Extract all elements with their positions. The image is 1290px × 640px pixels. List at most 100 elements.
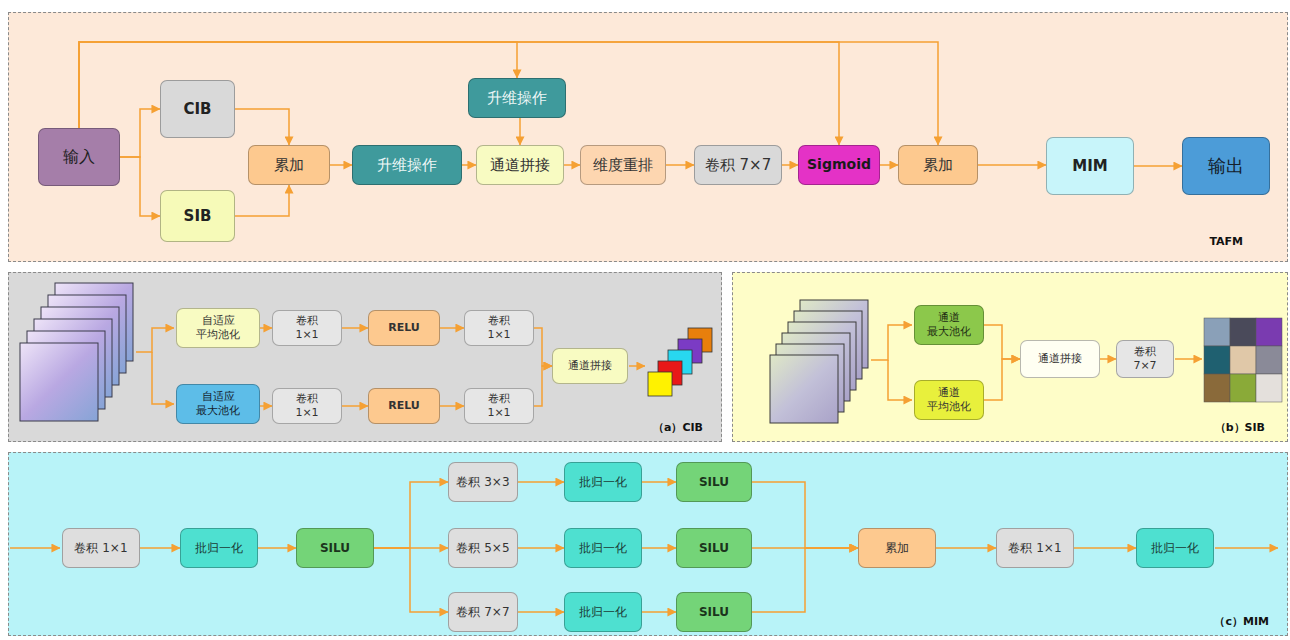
flow-arrow bbox=[258, 547, 296, 549]
flow-arrow bbox=[330, 164, 352, 166]
flow-arrow bbox=[534, 328, 552, 366]
flow-arrow bbox=[374, 482, 448, 548]
flow-arrow bbox=[342, 405, 368, 407]
process-box: Sigmoid bbox=[798, 145, 880, 185]
box-label: CIB bbox=[183, 100, 211, 119]
flow-arrow bbox=[666, 164, 694, 166]
illustration bbox=[10, 283, 1282, 548]
process-box: 批归一化 bbox=[564, 462, 642, 502]
flow-arrow bbox=[518, 547, 564, 549]
box-label: 累加 bbox=[923, 156, 953, 175]
box-label: 批归一化 bbox=[579, 475, 627, 490]
flow-arrow bbox=[235, 185, 289, 216]
panel-band: 自适应 平均池化卷积 1×1RELU卷积 1×1自适应 最大池化卷积 1×1RE… bbox=[8, 272, 722, 442]
flow-arrow bbox=[534, 366, 552, 406]
box-label: 累加 bbox=[885, 541, 909, 556]
process-box: SILU bbox=[296, 528, 374, 568]
input-wire bbox=[871, 325, 912, 360]
box-label: 输入 bbox=[63, 147, 95, 167]
box-label: 自适应 平均池化 bbox=[194, 314, 242, 342]
process-box: 批归一化 bbox=[564, 528, 642, 568]
box-label: 卷积 1×1 bbox=[481, 392, 517, 420]
process-box: 卷积 1×1 bbox=[464, 388, 534, 424]
flow-arrow bbox=[79, 42, 517, 128]
spatial-weight bbox=[1230, 374, 1256, 402]
panel-band: 卷积 1×1 批归一化 SILU 卷积 3×3 批归一化 SILU 卷积 5×5 批归一化 SI… bbox=[8, 452, 1288, 636]
box-label: 输出 bbox=[1208, 155, 1244, 178]
feature-map bbox=[776, 344, 844, 412]
panel-caption: （c）MIM bbox=[1214, 615, 1269, 629]
process-box: 升维操作 bbox=[468, 78, 566, 118]
flow-arrow bbox=[1100, 358, 1116, 360]
feature-map bbox=[788, 322, 856, 390]
spatial-weight bbox=[1204, 374, 1230, 402]
process-box: 自适应 平均池化 bbox=[176, 308, 260, 348]
output-wire bbox=[1215, 547, 1278, 549]
box-label: 累加 bbox=[274, 156, 304, 175]
channel-weight bbox=[648, 372, 672, 396]
flow-arrow bbox=[462, 164, 476, 166]
spatial-weight bbox=[1256, 374, 1282, 402]
flow-arrow bbox=[564, 164, 580, 166]
process-box: 卷积 1×1 bbox=[996, 528, 1074, 568]
process-box: 通道 最大池化 bbox=[914, 305, 984, 345]
feature-map bbox=[34, 319, 112, 397]
flow-arrow bbox=[642, 611, 676, 613]
box-label: 通道拼接 bbox=[568, 359, 612, 373]
flow-arrow bbox=[140, 547, 180, 549]
flow-arrow bbox=[978, 164, 1046, 166]
spatial-weight bbox=[1230, 346, 1256, 374]
process-box: SILU bbox=[676, 462, 752, 502]
process-box: 通道拼接 bbox=[476, 145, 564, 185]
process-box: 批归一化 bbox=[180, 528, 258, 568]
feature-map-stack bbox=[20, 283, 133, 421]
flow-arrow bbox=[1134, 165, 1182, 167]
box-label: SILU bbox=[320, 541, 350, 556]
flow-arrow bbox=[936, 547, 996, 549]
process-box: 卷积 7×7 bbox=[694, 145, 782, 185]
feature-map bbox=[20, 343, 98, 421]
feature-map bbox=[794, 311, 862, 379]
process-box: 批归一化 bbox=[1136, 528, 1214, 568]
channel-weights bbox=[648, 328, 712, 396]
box-label: 卷积 1×1 bbox=[289, 392, 325, 420]
process-box: RELU bbox=[368, 388, 440, 424]
box-label: SILU bbox=[699, 541, 729, 556]
flow-arrow bbox=[752, 547, 858, 549]
flow-arrow bbox=[79, 42, 938, 145]
box-label: 自适应 最大池化 bbox=[194, 390, 242, 418]
flow-arrow bbox=[342, 327, 368, 329]
flow-arrow bbox=[752, 548, 858, 612]
process-box: 卷积 3×3 bbox=[448, 462, 518, 502]
flow-arrow bbox=[374, 547, 448, 549]
box-label: 卷积 7×7 bbox=[1127, 345, 1163, 373]
flow-arrow bbox=[642, 547, 676, 549]
process-box: MIM bbox=[1046, 137, 1134, 195]
box-label: 卷积 5×5 bbox=[456, 541, 509, 556]
output-wire bbox=[629, 365, 645, 367]
box-label: 通道拼接 bbox=[1038, 352, 1082, 366]
channel-weight bbox=[678, 339, 702, 363]
flow-arrow bbox=[235, 109, 289, 145]
box-label: SILU bbox=[699, 475, 729, 490]
process-box: CIB bbox=[160, 80, 235, 138]
box-label: RELU bbox=[388, 399, 420, 413]
process-box: 累加 bbox=[248, 145, 330, 185]
feature-map bbox=[782, 333, 850, 401]
process-box: 卷积 1×1 bbox=[272, 310, 342, 346]
flow-arrow bbox=[519, 118, 521, 145]
process-box: 通道拼接 bbox=[1020, 340, 1100, 378]
box-label: 升维操作 bbox=[487, 89, 547, 108]
box-label: 卷积 3×3 bbox=[456, 475, 509, 490]
spatial-weight bbox=[1204, 318, 1230, 346]
flow-arrow bbox=[984, 325, 1020, 359]
process-box: 输出 bbox=[1182, 137, 1270, 195]
channel-weight bbox=[658, 361, 682, 385]
channel-weight bbox=[688, 328, 712, 352]
box-label: RELU bbox=[388, 321, 420, 335]
feature-map-stack bbox=[770, 300, 868, 423]
output-wire bbox=[1175, 358, 1202, 360]
flow-arrow bbox=[440, 405, 464, 407]
process-box: 累加 bbox=[898, 145, 978, 185]
process-box: 卷积 1×1 bbox=[272, 388, 342, 424]
